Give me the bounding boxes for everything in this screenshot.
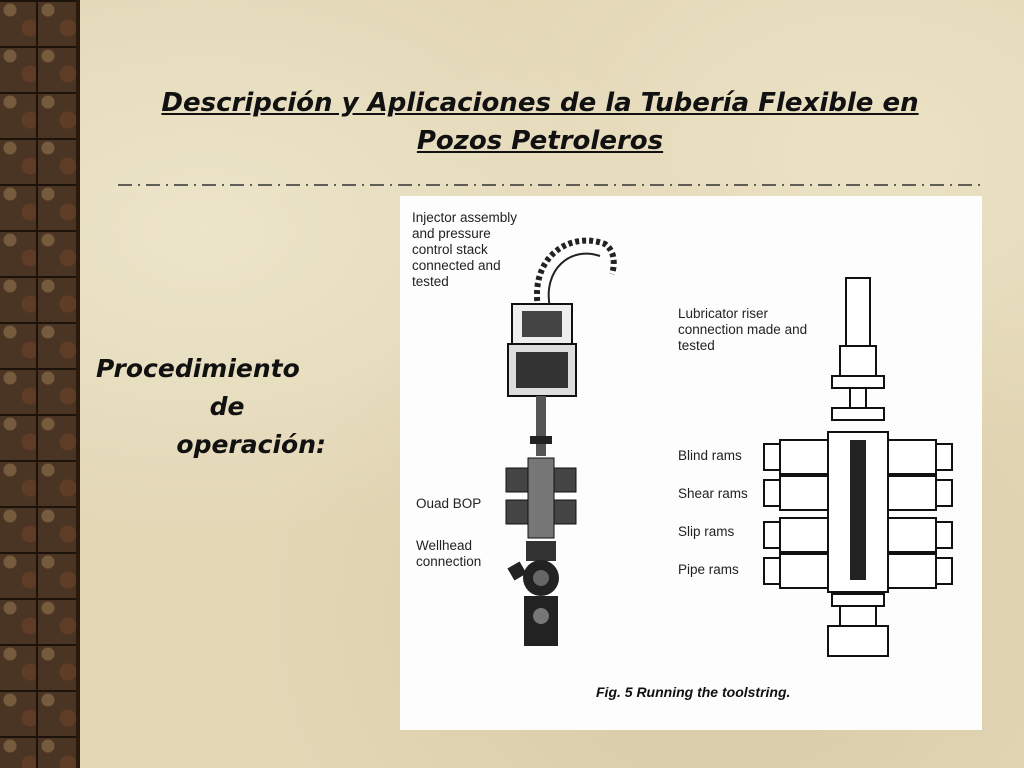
slide-title: Descripción y Aplicaciones de la Tubería…: [95, 84, 985, 160]
title-line-1: Descripción y Aplicaciones de la Tubería…: [161, 88, 919, 118]
label-blind-rams: Blind rams: [678, 448, 742, 463]
section-heading: Procedimiento de operación:: [92, 350, 332, 464]
toolstring-figure: Injector assembly and pressure control s…: [400, 196, 982, 730]
title-line-2: Pozos Petroleros: [416, 126, 664, 156]
label-pipe-rams: Pipe rams: [678, 562, 739, 577]
section-line-3: operación:: [176, 430, 326, 459]
decorative-wood-border: [0, 0, 76, 768]
label-wellhead: Wellhead connection: [416, 538, 482, 569]
border-edge: [76, 0, 80, 768]
toolstring-drawing: [505, 237, 953, 657]
label-quad-bop: Ouad BOP: [416, 496, 482, 511]
title-divider: [118, 184, 986, 186]
label-shear-rams: Shear rams: [678, 486, 748, 501]
figure-caption: Fig. 5 Running the toolstring.: [596, 684, 791, 700]
label-lubricator: Lubricator riser connection made and tes…: [678, 306, 808, 353]
section-line-1: Procedimiento: [96, 354, 300, 383]
label-injector: Injector assembly and pressure control s…: [412, 210, 518, 289]
label-slip-rams: Slip rams: [678, 524, 735, 539]
section-line-2: de: [209, 392, 245, 421]
